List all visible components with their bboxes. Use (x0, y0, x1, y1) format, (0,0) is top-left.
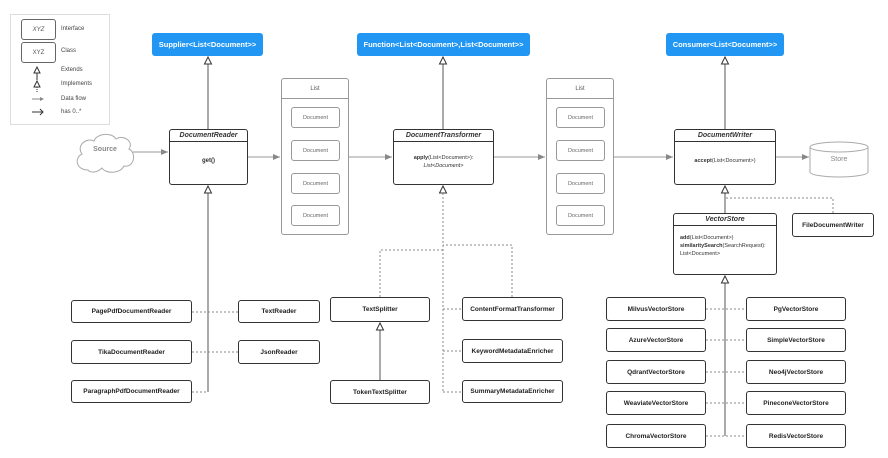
list-1-title: List (282, 79, 348, 99)
legend-has-label: has 0..* (61, 109, 82, 115)
document-item: Document (291, 205, 340, 226)
list-2-title: List (547, 79, 613, 99)
content-format-transformer: ContentFormatTransformer (462, 297, 563, 321)
vs-method-add: add (680, 235, 690, 241)
legend: XYZ Interface XYZ Class Extends Implemen… (10, 14, 110, 125)
transformer-method-return: List<Document> (423, 163, 464, 169)
paragraph-pdf-document-reader: ParagraphPdfDocumentReader (71, 380, 192, 403)
document-transformer: DocumentTransformer apply(List<Document>… (393, 129, 494, 185)
tika-document-reader: TikaDocumentReader (71, 340, 192, 364)
document-item: Document (291, 173, 340, 194)
page-pdf-document-reader: PagePdfDocumentReader (71, 300, 192, 323)
keyword-metadata-enricher: KeywordMetadataEnricher (462, 339, 563, 363)
vs-method-add-sig: (List<Document>) (689, 235, 734, 241)
simple-vector-store: SimpleVectorStore (746, 328, 846, 352)
milvus-vector-store: MilvusVectorStore (606, 297, 706, 321)
document-item: Document (556, 107, 605, 128)
document-writer: DocumentWriter accept(List<Document>) (674, 129, 776, 185)
token-text-splitter: TokenTextSplitter (330, 380, 430, 404)
legend-class-sample: XYZ (21, 42, 56, 63)
legend-interface-label: Interface (61, 26, 85, 32)
neo4j-vector-store: Neo4jVectorStore (746, 360, 846, 384)
document-reader-title: DocumentReader (170, 130, 247, 142)
store-label: Store (830, 156, 848, 163)
document-reader-method: get() (202, 158, 215, 164)
list-2: List Document Document Document Document (546, 78, 614, 235)
chroma-vector-store: ChromaVectorStore (606, 424, 706, 448)
transformer-method-name: apply (413, 155, 429, 161)
transformer-method-sig: (List<Document>): (428, 155, 474, 161)
document-item: Document (556, 140, 605, 161)
document-transformer-title: DocumentTransformer (394, 130, 493, 142)
document-item: Document (556, 205, 605, 226)
writer-method-sig: (List<Document>) (711, 158, 756, 164)
legend-symbols (32, 65, 44, 116)
document-item: Document (291, 107, 340, 128)
vs-method-search-ret: List<Document> (680, 251, 721, 257)
document-item: Document (556, 173, 605, 194)
vs-method-search: similaritySearch (680, 243, 723, 249)
document-writer-title: DocumentWriter (675, 130, 775, 142)
file-document-writer: FileDocumentWriter (792, 213, 874, 237)
vector-store: VectorStore add(List<Document>) similari… (673, 213, 777, 275)
document-item: Document (291, 140, 340, 161)
writer-method-name: accept (694, 158, 712, 164)
list-1: List Document Document Document Document (281, 78, 349, 235)
vector-store-title: VectorStore (674, 214, 776, 226)
qdrant-vector-store: QdrantVectorStore (606, 360, 706, 384)
source-label: Source (93, 146, 117, 153)
document-reader: DocumentReader get() (169, 129, 248, 185)
weaviate-vector-store: WeaviateVectorStore (606, 391, 706, 415)
text-splitter: TextSplitter (330, 297, 430, 322)
vs-method-search-sig: (SearchRequest): (722, 243, 766, 249)
redis-vector-store: RedisVectorStore (746, 424, 846, 448)
legend-interface-sample: XYZ (21, 19, 56, 40)
summary-metadata-enricher: SummaryMetadataEnricher (462, 380, 563, 403)
function-interface: Function<List<Document>,List<Document>> (357, 33, 530, 56)
source-cloud (76, 133, 135, 173)
azure-vector-store: AzureVectorStore (606, 328, 706, 352)
legend-implements-label: Implements (61, 81, 93, 87)
supplier-interface: Supplier<List<Document>> (152, 33, 263, 56)
triangle-heads (203, 55, 730, 331)
consumer-interface: Consumer<List<Document>> (666, 33, 784, 56)
legend-class-label: Class (61, 48, 77, 54)
json-reader: JsonReader (238, 340, 320, 364)
pinecone-vector-store: PineconeVectorStore (746, 391, 846, 415)
pg-vector-store: PgVectorStore (746, 297, 846, 321)
text-reader: TextReader (238, 300, 320, 323)
legend-extends-label: Extends (61, 67, 83, 73)
legend-dataflow-label: Data flow (61, 96, 87, 102)
store-cylinder (809, 141, 869, 178)
